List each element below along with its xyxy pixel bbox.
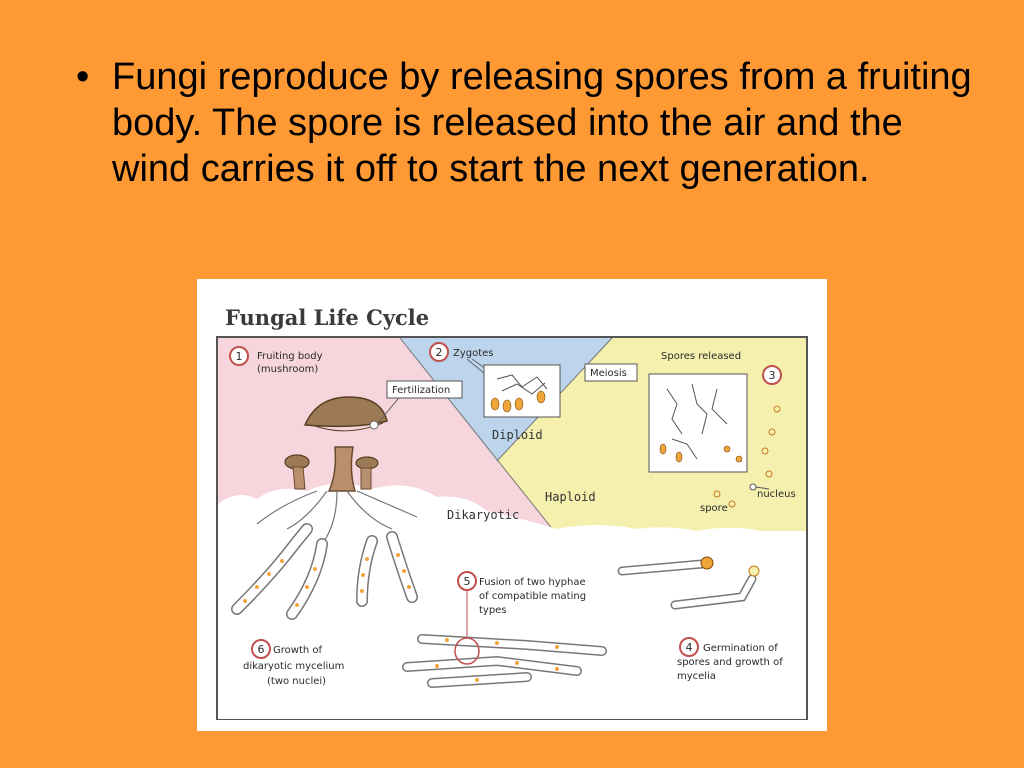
fertilization-box: Fertilization: [386, 380, 463, 399]
small-mushroom-stem-right: [360, 467, 372, 490]
step-4-number: 4: [686, 641, 693, 654]
bullet-dot: •: [76, 56, 90, 98]
bullet-text: Fungi reproduce by releasing spores from…: [112, 56, 972, 190]
step-2-number: 2: [436, 346, 443, 359]
diploid-label: Diploid: [492, 428, 543, 442]
fusion-point: [454, 637, 480, 665]
step-1-circle: [229, 346, 249, 366]
step-4-line2: spores and growth of: [677, 657, 783, 668]
step-6-line2: dikaryotic mycelium: [243, 661, 344, 672]
region-divider-left: [399, 337, 555, 532]
bullet-point: • Fungi reproduce by releasing spores fr…: [76, 54, 976, 192]
step-6-number: 6: [258, 643, 265, 656]
step-2-circle: [429, 342, 449, 362]
step-5-fusion: 5 Fusion of two hyphae of compatible mat…: [402, 571, 607, 688]
soil-ground: [218, 483, 806, 719]
nucleus-pointer: [755, 486, 770, 490]
spore-inset: [648, 373, 748, 473]
step-4-circle: [679, 637, 699, 657]
step-1-line2: (mushroom): [257, 364, 318, 375]
step-2-zygotes: 2 Zygotes: [429, 342, 561, 418]
fertilization-label: Fertilization: [392, 385, 450, 396]
meiosis-box: Meiosis: [584, 363, 638, 382]
step-5-line1: Fusion of two hyphae: [479, 577, 586, 588]
step-4-germination: 4 Germination of spores and growth of my…: [617, 556, 783, 682]
haploid-label: Haploid: [545, 490, 596, 504]
step-3-circle: [762, 365, 782, 385]
step-1-fruiting-body: 1 Fruiting body (mushroom): [229, 346, 323, 375]
step-3-spores-released: Spores released 3 nucleus spore: [648, 351, 796, 514]
spore-label: spore: [700, 503, 728, 514]
fusing-hyphae: [402, 634, 607, 688]
step-6-growth: 6 Growth of dikaryotic mycelium (two nuc…: [243, 639, 344, 687]
step-1-number: 1: [236, 350, 243, 363]
step-6-circle: [251, 639, 271, 659]
step-3-number: 3: [769, 369, 776, 382]
nucleus-label: nucleus: [757, 489, 796, 500]
step-4-line3: mycelia: [677, 671, 716, 682]
dikaryotic-label: Dikaryotic: [447, 508, 519, 522]
diagram-title: Fungal Life Cycle: [225, 305, 429, 330]
step-5-number: 5: [464, 575, 471, 588]
fertilization-pointer: [377, 393, 403, 424]
germinating-spores: [617, 556, 760, 610]
fungal-life-cycle-figure: Fungal Life Cycle Diploid Haploid Dikary…: [197, 279, 827, 731]
step-1-line1: Fruiting body: [257, 351, 323, 362]
step-6-line1: Growth of: [273, 645, 322, 656]
nucleus-marker: [749, 483, 757, 491]
step-5-line3: types: [479, 605, 507, 616]
step-5-line2: of compatible mating: [479, 591, 586, 602]
small-mushroom-stem-left: [292, 466, 306, 490]
mushroom-cap: [303, 396, 388, 428]
meiosis-label: Meiosis: [590, 368, 627, 379]
dikaryotic-hyphae: [231, 523, 418, 620]
mushroom-stem: [327, 446, 357, 492]
fungal-life-cycle-diagram: Fungal Life Cycle Diploid Haploid Dikary…: [216, 305, 808, 720]
step-6-line3: (two nuclei): [267, 676, 326, 687]
mushroom-illustration: [284, 393, 403, 492]
step-4-line1: Germination of: [703, 643, 778, 654]
small-mushroom-cap-right: [355, 456, 379, 470]
fertilization-site: [369, 420, 379, 430]
step-3-label: Spores released: [661, 351, 741, 362]
step-2-label: Zygotes: [453, 348, 494, 359]
